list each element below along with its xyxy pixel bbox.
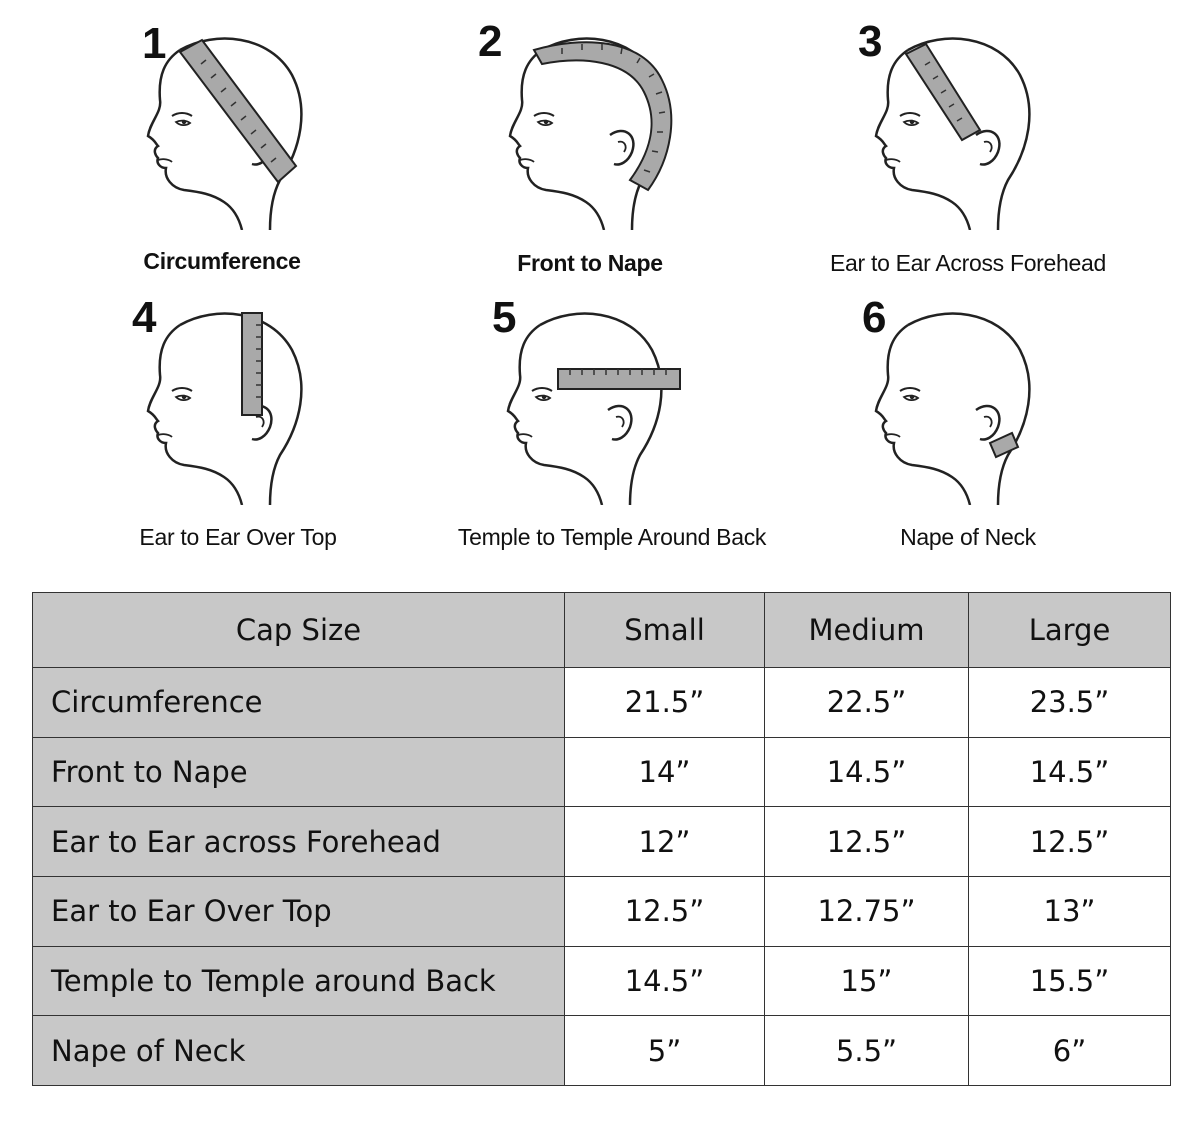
caption-front-to-nape: Front to Nape bbox=[517, 250, 663, 276]
diagram-number-5: 5 bbox=[492, 293, 517, 342]
diagram-number-2: 2 bbox=[478, 17, 503, 66]
measuring-tape-icon bbox=[532, 41, 673, 192]
caption-circumference: Circumference bbox=[143, 248, 301, 274]
row-label: Circumference bbox=[32, 667, 565, 738]
diagram-number-1: 1 bbox=[142, 19, 167, 68]
cell-large: 12.5” bbox=[968, 806, 1171, 877]
head-diagram-nape-of-neck bbox=[848, 305, 1068, 505]
header-medium: Medium bbox=[764, 592, 969, 668]
table-row: Ear to Ear across Forehead 12” 12.5” 12.… bbox=[32, 806, 1171, 877]
cell-small: 14.5” bbox=[564, 945, 765, 1017]
header-cap-size: Cap Size bbox=[32, 592, 565, 668]
diagram-number-6: 6 bbox=[862, 293, 887, 342]
head-diagram-circumference bbox=[120, 30, 340, 230]
cell-small: 12” bbox=[564, 806, 765, 877]
cell-small: 14” bbox=[564, 736, 765, 808]
head-diagram-temple-to-temple bbox=[480, 305, 700, 505]
cell-large: 6” bbox=[968, 1015, 1171, 1086]
caption-temple-to-temple: Temple to Temple Around Back bbox=[457, 524, 767, 550]
cell-medium: 12.75” bbox=[764, 875, 969, 947]
measuring-tape-icon bbox=[241, 312, 263, 416]
measuring-tape-icon bbox=[988, 431, 1020, 459]
row-label: Ear to Ear Over Top bbox=[32, 875, 565, 947]
diagram-number-3: 3 bbox=[858, 17, 883, 66]
cell-medium: 14.5” bbox=[764, 736, 969, 808]
caption-ear-to-ear-forehead: Ear to Ear Across Forehead bbox=[829, 250, 1107, 276]
cell-small: 12.5” bbox=[564, 875, 765, 947]
header-small: Small bbox=[564, 592, 765, 668]
cell-small: 21.5” bbox=[564, 667, 765, 738]
cell-small: 5” bbox=[564, 1015, 765, 1086]
head-diagram-ear-to-ear-forehead bbox=[848, 30, 1068, 230]
head-diagram-front-to-nape bbox=[482, 30, 702, 230]
measuring-tape-icon bbox=[904, 42, 982, 142]
cell-large: 14.5” bbox=[968, 736, 1171, 808]
caption-nape-of-neck: Nape of Neck bbox=[900, 524, 1036, 550]
measuring-tape-icon bbox=[178, 38, 298, 184]
row-label: Ear to Ear across Forehead bbox=[32, 806, 565, 877]
cell-large: 13” bbox=[968, 875, 1171, 947]
diagram-number-4: 4 bbox=[132, 293, 157, 342]
cell-medium: 22.5” bbox=[764, 667, 969, 738]
caption-ear-to-ear-over-top: Ear to Ear Over Top bbox=[139, 524, 337, 550]
row-label: Temple to Temple around Back bbox=[32, 945, 565, 1017]
head-diagram-ear-to-ear-over-top bbox=[120, 305, 340, 505]
table-row: Ear to Ear Over Top 12.5” 12.75” 13” bbox=[32, 875, 1171, 947]
cap-size-table: Cap Size Small Medium Large Circumferenc… bbox=[32, 592, 1171, 1086]
cell-large: 23.5” bbox=[968, 667, 1171, 738]
table-row: Nape of Neck 5” 5.5” 6” bbox=[32, 1015, 1171, 1086]
table-row: Circumference 21.5” 22.5” 23.5” bbox=[32, 667, 1171, 738]
cell-medium: 12.5” bbox=[764, 806, 969, 877]
row-label: Nape of Neck bbox=[32, 1015, 565, 1086]
table-row: Temple to Temple around Back 14.5” 15” 1… bbox=[32, 945, 1171, 1017]
row-label: Front to Nape bbox=[32, 736, 565, 808]
measuring-tape-icon bbox=[557, 368, 681, 390]
header-large: Large bbox=[968, 592, 1171, 668]
cell-medium: 15” bbox=[764, 945, 969, 1017]
table-row: Front to Nape 14” 14.5” 14.5” bbox=[32, 736, 1171, 808]
table-header-row: Cap Size Small Medium Large bbox=[32, 592, 1171, 668]
cell-large: 15.5” bbox=[968, 945, 1171, 1017]
cell-medium: 5.5” bbox=[764, 1015, 969, 1086]
